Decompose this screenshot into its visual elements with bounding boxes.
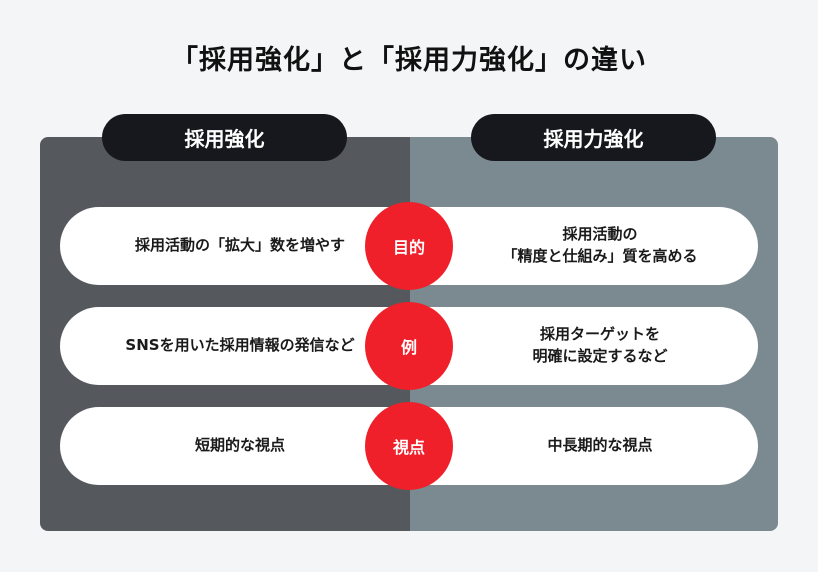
perspective-badge: 視点 <box>365 402 453 490</box>
purpose-right-line2: 「精度と仕組み」質を高める <box>502 247 698 265</box>
example-right-line1: 採用ターゲットを <box>539 325 660 344</box>
purpose-right-line1: 採用活動の <box>562 225 638 244</box>
left-column-header: 採用強化 <box>102 114 347 161</box>
perspective-right-text: 中長期的な視点 <box>455 407 745 485</box>
page-title: 「採用強化」と「採用力強化」の違い <box>171 45 647 76</box>
example-right-line2: 明確に設定するなど <box>532 347 668 365</box>
purpose-right-text: 採用活動の 「精度と仕組み」質を高める <box>455 207 745 285</box>
purpose-left-text: 採用活動の「拡大」数を増やす <box>134 236 345 255</box>
example-badge: 例 <box>365 302 453 390</box>
example-right-text: 採用ターゲットを 明確に設定するなど <box>455 307 745 385</box>
example-left-text: SNSを用いた採用情報の発信など <box>125 336 355 355</box>
perspective-right-line1: 中長期的な視点 <box>547 436 653 455</box>
comparison-row-purpose: 採用活動の「拡大」数を増やす 採用活動の 「精度と仕組み」質を高める <box>60 207 758 285</box>
perspective-left-text: 短期的な視点 <box>194 436 285 455</box>
right-column-header: 採用力強化 <box>471 114 716 161</box>
purpose-badge: 目的 <box>365 202 453 290</box>
